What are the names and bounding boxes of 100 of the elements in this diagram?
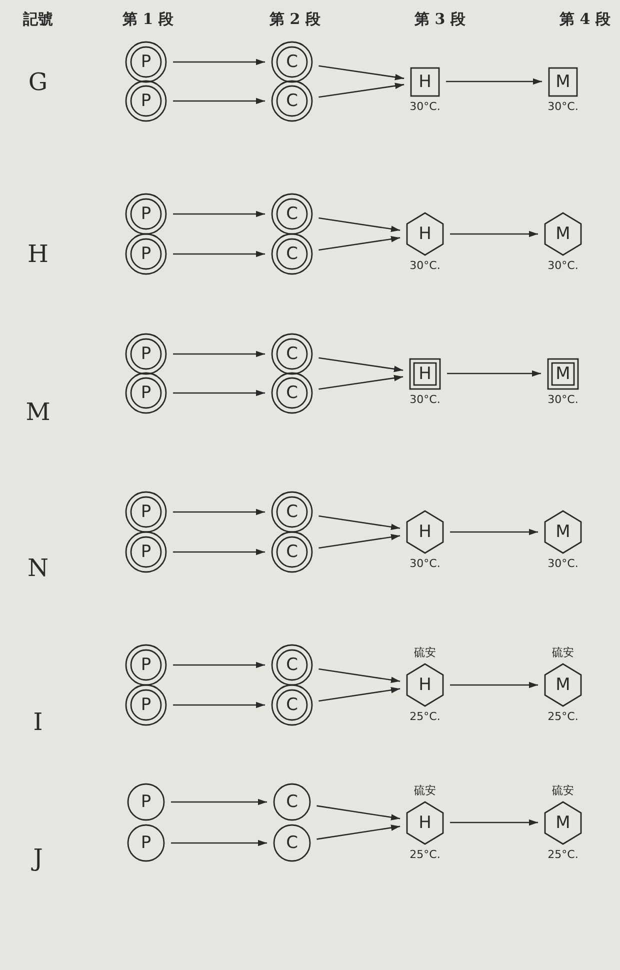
node-letter: P bbox=[140, 205, 152, 223]
arrow bbox=[450, 230, 538, 238]
double-circle bbox=[125, 372, 167, 414]
double-circle bbox=[271, 333, 313, 375]
node-letter: M bbox=[554, 72, 572, 90]
double-circle bbox=[271, 80, 313, 122]
arrow bbox=[173, 390, 265, 396]
node-letter: C bbox=[285, 834, 299, 852]
temperature-label: 30°C. bbox=[548, 557, 578, 570]
circle-node bbox=[273, 783, 311, 821]
arrow bbox=[171, 798, 267, 806]
hexagon-node bbox=[406, 212, 444, 256]
temperature-label: 30°C. bbox=[548, 259, 578, 272]
arrow bbox=[447, 370, 541, 377]
arrow bbox=[318, 82, 404, 98]
row-letter: N bbox=[28, 554, 48, 582]
arrow bbox=[318, 534, 400, 549]
arrow bbox=[450, 819, 538, 826]
node-letter: H bbox=[418, 676, 432, 694]
double-square bbox=[409, 358, 441, 390]
node-letter: H bbox=[418, 72, 432, 90]
arrow bbox=[450, 682, 538, 688]
circle-node bbox=[273, 824, 311, 862]
temperature-label: 30°C. bbox=[410, 100, 440, 112]
node-letter: H bbox=[418, 523, 432, 541]
row-letter: G bbox=[28, 68, 48, 96]
temperature-label: 25°C. bbox=[410, 710, 440, 723]
square-node bbox=[410, 66, 440, 96]
double-circle bbox=[271, 41, 313, 83]
column-heading: 第 4 段 bbox=[560, 10, 610, 29]
node-letter: C bbox=[285, 503, 299, 521]
arrow bbox=[173, 58, 265, 66]
arrow bbox=[318, 686, 400, 702]
temperature-label: 30°C. bbox=[410, 557, 440, 570]
node-letter: C bbox=[285, 345, 299, 363]
arrow bbox=[316, 824, 400, 840]
arrow bbox=[318, 217, 400, 232]
node-letter: P bbox=[140, 503, 152, 521]
circle-node bbox=[127, 824, 165, 862]
double-circle bbox=[271, 372, 313, 414]
arrow bbox=[318, 668, 400, 684]
node-letter: P bbox=[140, 92, 152, 110]
node-letter: P bbox=[140, 345, 152, 363]
row-letter: I bbox=[33, 708, 43, 736]
hexagon-node bbox=[544, 510, 582, 554]
temperature-label: 25°C. bbox=[410, 848, 440, 860]
node-letter: P bbox=[140, 543, 152, 561]
temperature-label: 30°C. bbox=[548, 392, 578, 406]
node-letter: M bbox=[554, 523, 572, 541]
column-heading: 第 1 段 bbox=[122, 10, 174, 29]
arrow bbox=[316, 805, 400, 820]
row-letter: M bbox=[26, 398, 50, 426]
node-letter: P bbox=[140, 245, 152, 263]
arrow bbox=[173, 210, 265, 218]
arrow bbox=[173, 508, 265, 516]
square-node bbox=[548, 66, 578, 96]
node-letter: P bbox=[140, 656, 152, 674]
arrow bbox=[318, 357, 404, 372]
arrow bbox=[318, 515, 400, 530]
node-letter: M bbox=[554, 814, 572, 832]
temperature-label: 25°C. bbox=[548, 710, 578, 723]
double-circle bbox=[125, 41, 167, 83]
double-circle bbox=[125, 80, 167, 122]
double-circle bbox=[271, 193, 313, 235]
node-letter: C bbox=[285, 696, 299, 714]
arrow bbox=[173, 662, 265, 668]
node-letter: P bbox=[140, 793, 152, 811]
arrow bbox=[173, 702, 265, 708]
arrow bbox=[173, 350, 265, 358]
node-letter: H bbox=[418, 225, 432, 243]
arrow bbox=[318, 236, 400, 251]
double-circle bbox=[271, 233, 313, 275]
note-label: 硫安 bbox=[414, 646, 436, 659]
row-letter: J bbox=[33, 844, 43, 872]
double-circle bbox=[271, 491, 313, 533]
arrow bbox=[446, 78, 542, 85]
hexagon-node bbox=[406, 800, 444, 844]
note-label: 硫安 bbox=[414, 784, 436, 796]
node-letter: P bbox=[140, 696, 152, 714]
hexagon-node bbox=[544, 663, 582, 707]
node-letter: C bbox=[285, 793, 299, 811]
temperature-label: 25°C. bbox=[548, 848, 578, 860]
double-circle bbox=[125, 491, 167, 533]
temperature-label: 30°C. bbox=[548, 100, 578, 112]
arrow bbox=[173, 548, 265, 556]
arrow bbox=[450, 528, 538, 536]
double-circle bbox=[271, 644, 313, 686]
double-circle bbox=[125, 644, 167, 686]
node-letter: H bbox=[418, 814, 432, 832]
node-letter: C bbox=[285, 245, 299, 263]
hexagon-node bbox=[406, 663, 444, 707]
arrow bbox=[318, 65, 404, 80]
double-square bbox=[547, 358, 579, 390]
node-letter: P bbox=[140, 53, 152, 71]
node-letter: M bbox=[554, 225, 572, 243]
arrow bbox=[173, 98, 265, 104]
double-circle bbox=[271, 531, 313, 573]
double-circle bbox=[125, 193, 167, 235]
node-letter: C bbox=[285, 53, 299, 71]
double-circle bbox=[125, 684, 167, 726]
